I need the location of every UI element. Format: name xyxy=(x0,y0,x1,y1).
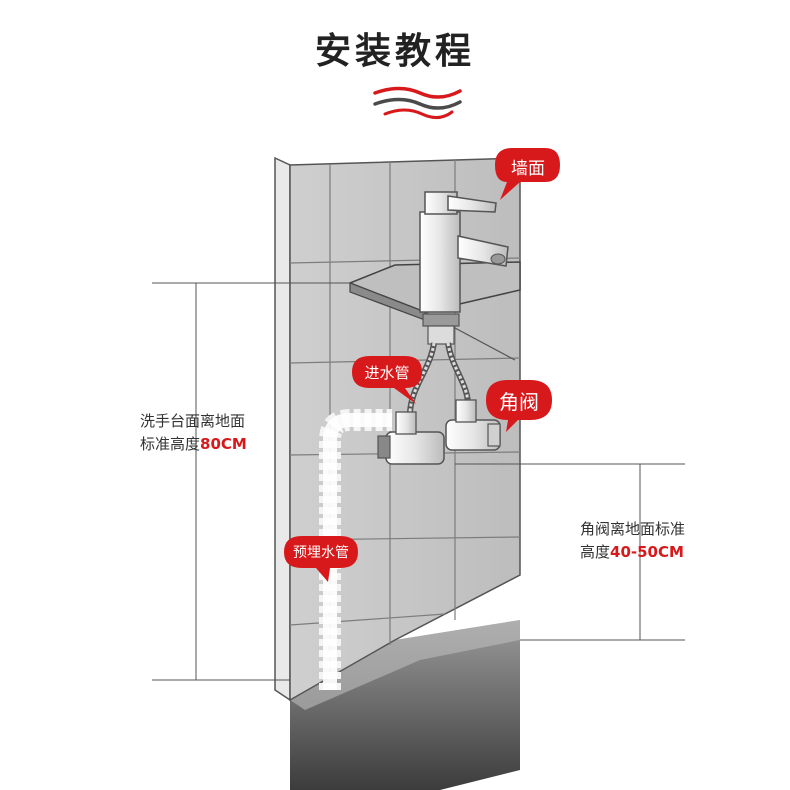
basin-height-value: 80CM xyxy=(200,435,247,453)
basin-height-dimension xyxy=(152,282,350,681)
angle-valve-callout: 角阀 xyxy=(486,386,552,415)
wall-label: 墙面 xyxy=(511,159,545,179)
wall-edge xyxy=(274,156,291,702)
inlet-pipe-label: 进水管 xyxy=(364,364,410,382)
valve-height-dimension xyxy=(455,463,685,641)
wall-callout: 墙面 xyxy=(497,154,559,179)
faucet-icon xyxy=(419,191,509,345)
basin-height-prefix: 标准高度 xyxy=(140,435,201,453)
valve-height-prefix: 高度 xyxy=(580,543,611,561)
inlet-pipe-callout: 进水管 xyxy=(352,362,422,383)
embedded-pipe-label: 预埋水管 xyxy=(293,545,349,561)
callout-bubbles xyxy=(284,148,560,582)
valve-height-text: 角阀离地面标准 高度40-50CM xyxy=(580,518,685,564)
valve-height-line2: 高度40-50CM xyxy=(580,541,685,564)
embedded-pipe-icon xyxy=(319,409,392,690)
valve-height-line1: 角阀离地面标准 xyxy=(580,520,686,538)
angle-valve-label: 角阀 xyxy=(499,390,539,414)
basin-height-line2: 标准高度80CM xyxy=(140,433,247,456)
title-wave-icon xyxy=(373,86,462,119)
page-title: 安装教程 xyxy=(314,31,475,72)
floor xyxy=(290,620,520,790)
angle-valve-right-icon xyxy=(445,399,501,451)
basin-height-line1: 洗手台面离地面 xyxy=(140,412,246,430)
angle-valve-left-icon xyxy=(377,411,445,465)
basin-height-text: 洗手台面离地面 标准高度80CM xyxy=(140,410,247,456)
embedded-pipe-callout: 预埋水管 xyxy=(284,542,358,562)
valve-height-value: 40-50CM xyxy=(610,543,684,561)
